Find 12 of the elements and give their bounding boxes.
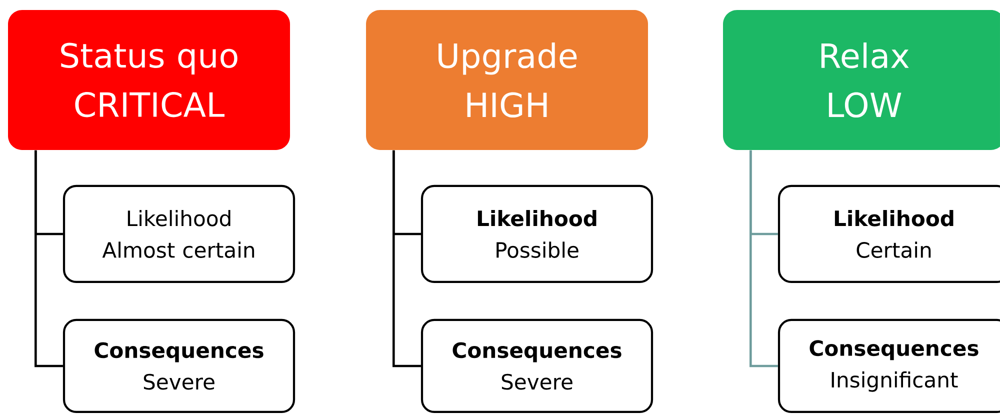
connector-line	[750, 150, 778, 368]
connector-line	[392, 150, 421, 368]
header-box: Relax LOW	[723, 10, 1000, 150]
connector-line	[34, 150, 63, 368]
rating-box: Consequences Insignificant	[778, 318, 1000, 414]
rating-box: Consequences Severe	[62, 318, 296, 414]
rating-box: Likelihood Possible	[420, 184, 654, 284]
header-box: Status quo CRITICAL	[8, 10, 290, 150]
rating-box: Consequences Severe	[420, 318, 654, 414]
rating-box: Likelihood Almost certain	[62, 184, 296, 284]
header-box: Upgrade HIGH	[366, 10, 648, 150]
rating-box: Likelihood Certain	[778, 184, 1000, 284]
